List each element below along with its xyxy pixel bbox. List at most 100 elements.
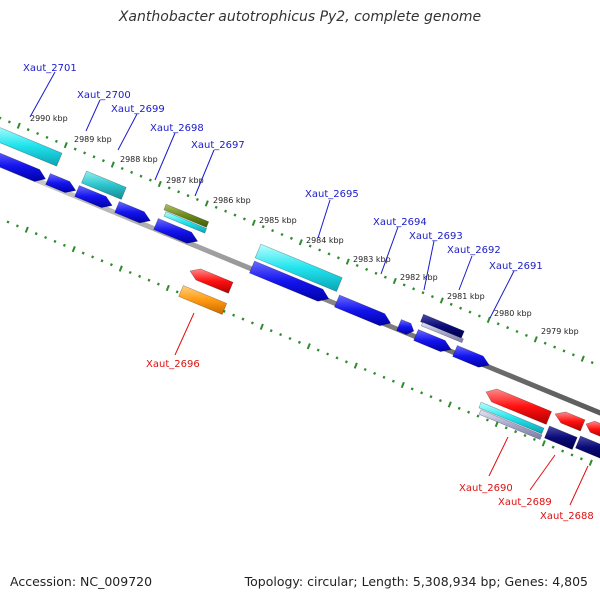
scale-label: 2982 kbp	[400, 273, 438, 282]
leader-line-xaut-2690	[488, 436, 509, 477]
scale-tick	[420, 391, 424, 395]
feature-xaut-2689	[554, 411, 586, 432]
scale-tick	[34, 232, 38, 236]
scale-label: 2979 kbp	[541, 327, 579, 336]
scale-tick	[139, 174, 143, 178]
scale-tick	[504, 426, 508, 430]
scale-tick	[71, 246, 76, 253]
scale-tick	[429, 395, 433, 399]
scale-tick	[355, 263, 359, 268]
scale-tick	[251, 219, 256, 226]
scale-tick	[438, 399, 442, 403]
scale-tick	[298, 239, 303, 246]
feature-xaut-2697	[153, 218, 199, 244]
scale-tick	[477, 314, 481, 318]
scale-label: 2986 kbp	[213, 196, 251, 205]
gene-label-xaut-2691: Xaut_2691	[489, 261, 543, 272]
gene-label-xaut-2701: Xaut_2701	[23, 63, 77, 74]
lower-scale-track	[6, 220, 593, 466]
feature-xaut-2698	[114, 201, 151, 224]
map-title: Xanthobacter autotrophicus Py2, complete…	[118, 9, 482, 25]
scale-label: 2989 kbp	[74, 135, 112, 144]
scale-tick	[562, 349, 566, 353]
feature-xaut-2693b	[396, 319, 415, 335]
gene-features	[0, 127, 600, 459]
genome-summary-text: Topology: circular; Length: 5,308,934 bp…	[244, 574, 588, 589]
gene-labels: Xaut_2701 Xaut_2700 Xaut_2699 Xaut_2698 …	[23, 63, 594, 522]
scale-tick	[570, 453, 574, 457]
scale-tick	[165, 284, 170, 292]
scale-tick	[289, 236, 293, 240]
scale-tick	[250, 321, 254, 325]
scale-tick	[118, 265, 123, 272]
gene-label-xaut-2694: Xaut_2694	[373, 217, 427, 228]
feature-xaut-2694	[334, 294, 392, 327]
scale-tick	[204, 200, 209, 207]
feature-xaut-2688-outer	[575, 435, 600, 459]
gene-label-xaut-2696: Xaut_2696	[146, 359, 200, 370]
scale-tick	[110, 161, 115, 168]
scale-tick	[241, 317, 245, 321]
scale-tick	[336, 256, 340, 260]
scale-tick	[62, 243, 66, 247]
feature-xaut-2695	[249, 260, 330, 302]
scale-tick	[561, 449, 565, 453]
scale-tick	[447, 401, 452, 408]
scale-tick	[45, 135, 49, 139]
scale-tick	[523, 433, 527, 438]
gene-label-xaut-2689: Xaut_2689	[498, 497, 552, 508]
gene-label-xaut-2699: Xaut_2699	[111, 104, 165, 115]
scale-tick	[374, 271, 378, 275]
scale-tick	[590, 361, 594, 365]
scale-tick	[382, 375, 386, 379]
scale-tick	[109, 263, 113, 267]
scale-tick	[588, 459, 593, 466]
scale-tick	[392, 277, 397, 285]
scale-tick	[63, 142, 68, 149]
scale-tick	[44, 235, 48, 240]
scale-tick	[233, 213, 237, 217]
scale-tick	[147, 278, 151, 282]
gene-label-xaut-2697: Xaut_2697	[191, 140, 245, 151]
gene-label-xaut-2693: Xaut_2693	[409, 231, 463, 242]
gene-label-xaut-2692: Xaut_2692	[447, 245, 501, 256]
scale-tick	[54, 139, 58, 143]
gene-label-xaut-2700: Xaut_2700	[77, 90, 131, 101]
scale-tick	[365, 267, 369, 271]
scale-tick	[175, 290, 179, 294]
scale-tick	[571, 353, 575, 357]
scale-label: 2984 kbp	[306, 236, 344, 245]
scale-tick	[533, 336, 538, 343]
leader-line-xaut-2693	[423, 240, 435, 291]
gene-label-xaut-2688: Xaut_2688	[540, 511, 594, 522]
scale-tick	[261, 225, 265, 229]
feature-xaut-2690-outer-b	[478, 409, 543, 440]
scale-tick	[363, 367, 367, 372]
scale-tick	[308, 244, 312, 248]
scale-tick	[167, 186, 171, 190]
scale-tick	[580, 355, 585, 362]
scale-tick	[271, 229, 275, 233]
scale-tick	[186, 194, 190, 198]
scale-tick	[306, 343, 311, 350]
scale-tick	[73, 147, 77, 151]
scale-tick	[506, 326, 510, 330]
feature-xaut-2693-outer-b	[420, 321, 464, 343]
feature-xaut-2693	[413, 329, 452, 352]
scale-tick	[486, 316, 491, 324]
scale-tick	[16, 122, 21, 129]
scale-tick	[259, 323, 264, 330]
scale-tick	[391, 379, 395, 383]
scale-tick	[138, 274, 142, 278]
leader-line-xaut-2700	[85, 99, 101, 132]
feature-xaut-2695-outer	[254, 243, 343, 292]
scale-tick	[53, 239, 57, 243]
scale-tick	[467, 410, 471, 414]
scale-tick	[156, 282, 160, 286]
scale-tick	[297, 340, 301, 344]
scale-tick	[494, 420, 499, 428]
scale-tick	[345, 258, 350, 265]
scale-label: 2987 kbp	[166, 176, 204, 185]
scale-tick	[412, 287, 416, 291]
scale-tick	[439, 297, 444, 304]
